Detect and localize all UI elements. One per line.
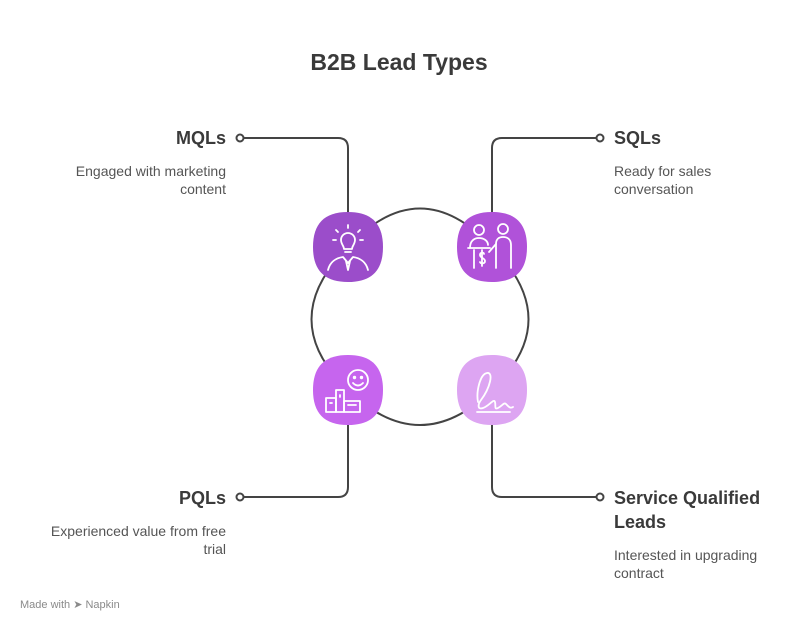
service-description: Interested in upgrading contract — [614, 547, 758, 581]
pql-description: Experienced value from free trial — [50, 523, 226, 557]
node-mql — [313, 212, 383, 282]
connector-dot-mql — [235, 133, 245, 143]
made-with-napkin[interactable]: Made with ➤ Napkin — [20, 598, 120, 611]
sql-heading: SQLs — [614, 128, 662, 148]
napkin-logo-icon: ➤ — [73, 599, 83, 611]
mql-heading: MQLs — [175, 128, 226, 148]
lightbulb-person-icon — [327, 224, 369, 271]
happy-product-icon — [325, 369, 369, 413]
connector-pql — [242, 425, 349, 498]
connector-service — [491, 425, 598, 498]
node-sql — [457, 212, 527, 282]
signature-icon — [476, 372, 514, 413]
service-heading: Service Qualified Leads — [614, 488, 761, 532]
connector-dot-service — [595, 492, 605, 502]
connector-mql — [242, 137, 349, 213]
sql-description: Ready for sales conversation — [614, 163, 712, 197]
connector-dot-pql — [235, 492, 245, 502]
node-pql — [313, 355, 383, 425]
connector-sql — [491, 137, 598, 213]
brand-label: Napkin — [85, 599, 120, 611]
pql-heading: PQLs — [178, 488, 226, 508]
mql-description: Engaged with marketing content — [75, 163, 226, 197]
connector-dot-sql — [595, 133, 605, 143]
page-title: B2B Lead Types — [310, 49, 488, 75]
sales-meeting-icon — [467, 223, 512, 269]
made-with-label: Made with — [20, 599, 71, 611]
node-service — [457, 355, 527, 425]
